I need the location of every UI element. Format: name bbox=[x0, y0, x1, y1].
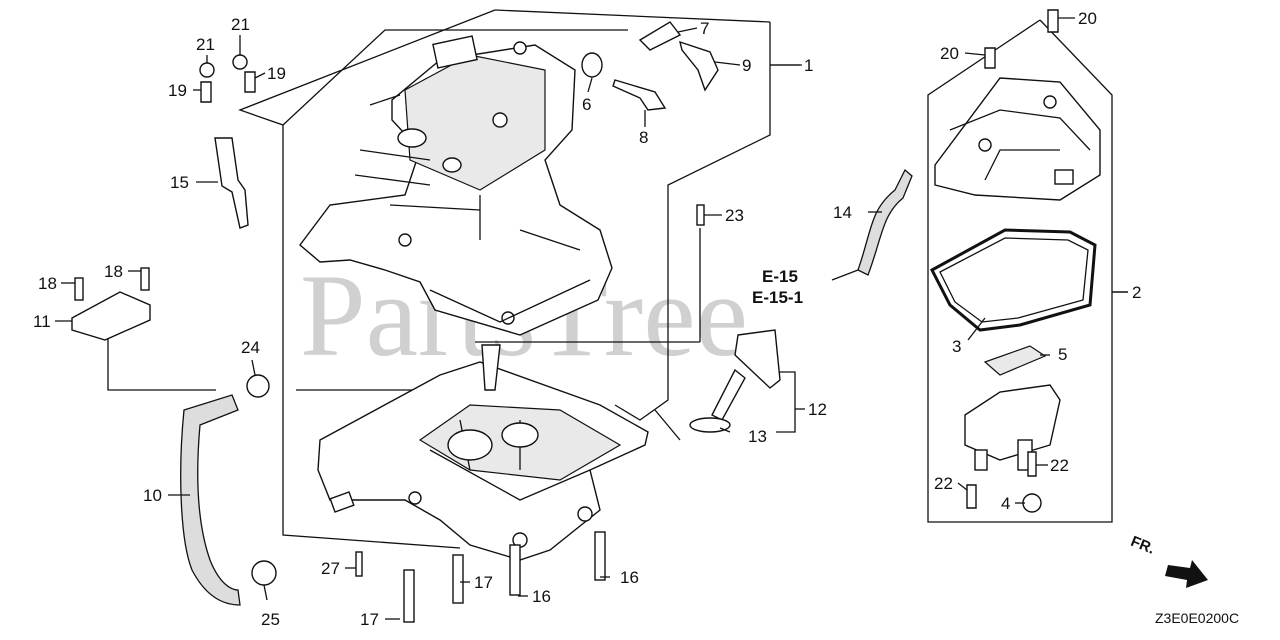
leader-lines bbox=[55, 17, 1128, 620]
callout-6: 6 bbox=[582, 95, 591, 114]
callout-labels: 1 2 3 4 5 6 7 8 9 10 11 12 13 14 15 16 1… bbox=[33, 9, 1141, 629]
head-cover-assembly bbox=[929, 9, 1101, 513]
callout-22-right: 22 bbox=[1050, 456, 1069, 475]
callout-21-right: 21 bbox=[231, 15, 250, 34]
callout-2: 2 bbox=[1132, 283, 1141, 302]
callout-13: 13 bbox=[748, 427, 767, 446]
callout-8: 8 bbox=[639, 128, 648, 147]
crankcase bbox=[317, 344, 649, 561]
callout-12: 12 bbox=[808, 400, 827, 419]
front-direction-label: FR. bbox=[1128, 533, 1157, 558]
callout-24: 24 bbox=[241, 338, 260, 357]
callout-1: 1 bbox=[804, 56, 813, 75]
front-direction-arrow-icon bbox=[1165, 560, 1208, 588]
callout-7: 7 bbox=[700, 19, 709, 38]
callout-20-left: 20 bbox=[940, 44, 959, 63]
callout-21-left: 21 bbox=[196, 35, 215, 54]
callout-5: 5 bbox=[1058, 345, 1067, 364]
callout-17-right: 17 bbox=[474, 573, 493, 592]
callout-15: 15 bbox=[170, 173, 189, 192]
callout-19-left: 19 bbox=[168, 81, 187, 100]
cylinder-assembly bbox=[299, 35, 613, 336]
callout-16-left: 16 bbox=[532, 587, 551, 606]
callout-23: 23 bbox=[725, 206, 744, 225]
callout-16-right: 16 bbox=[620, 568, 639, 587]
small-parts bbox=[71, 21, 913, 623]
callout-19-right: 19 bbox=[267, 64, 286, 83]
callout-9: 9 bbox=[742, 56, 751, 75]
callout-3: 3 bbox=[952, 337, 961, 356]
callout-20-right: 20 bbox=[1078, 9, 1097, 28]
callout-18-left: 18 bbox=[38, 274, 57, 293]
callout-17-left: 17 bbox=[360, 610, 379, 629]
callout-14: 14 bbox=[833, 203, 852, 222]
callout-25: 25 bbox=[261, 610, 280, 629]
callout-18-right: 18 bbox=[104, 262, 123, 281]
reference-e15-1: E-15-1 bbox=[752, 288, 803, 307]
drawing-code: Z3E0E0200C bbox=[1155, 610, 1239, 626]
reference-e15: E-15 bbox=[762, 267, 798, 286]
callout-27: 27 bbox=[321, 559, 340, 578]
callout-22-left: 22 bbox=[934, 474, 953, 493]
callout-11: 11 bbox=[33, 312, 51, 331]
callout-4: 4 bbox=[1001, 494, 1010, 513]
callout-10: 10 bbox=[143, 486, 162, 505]
